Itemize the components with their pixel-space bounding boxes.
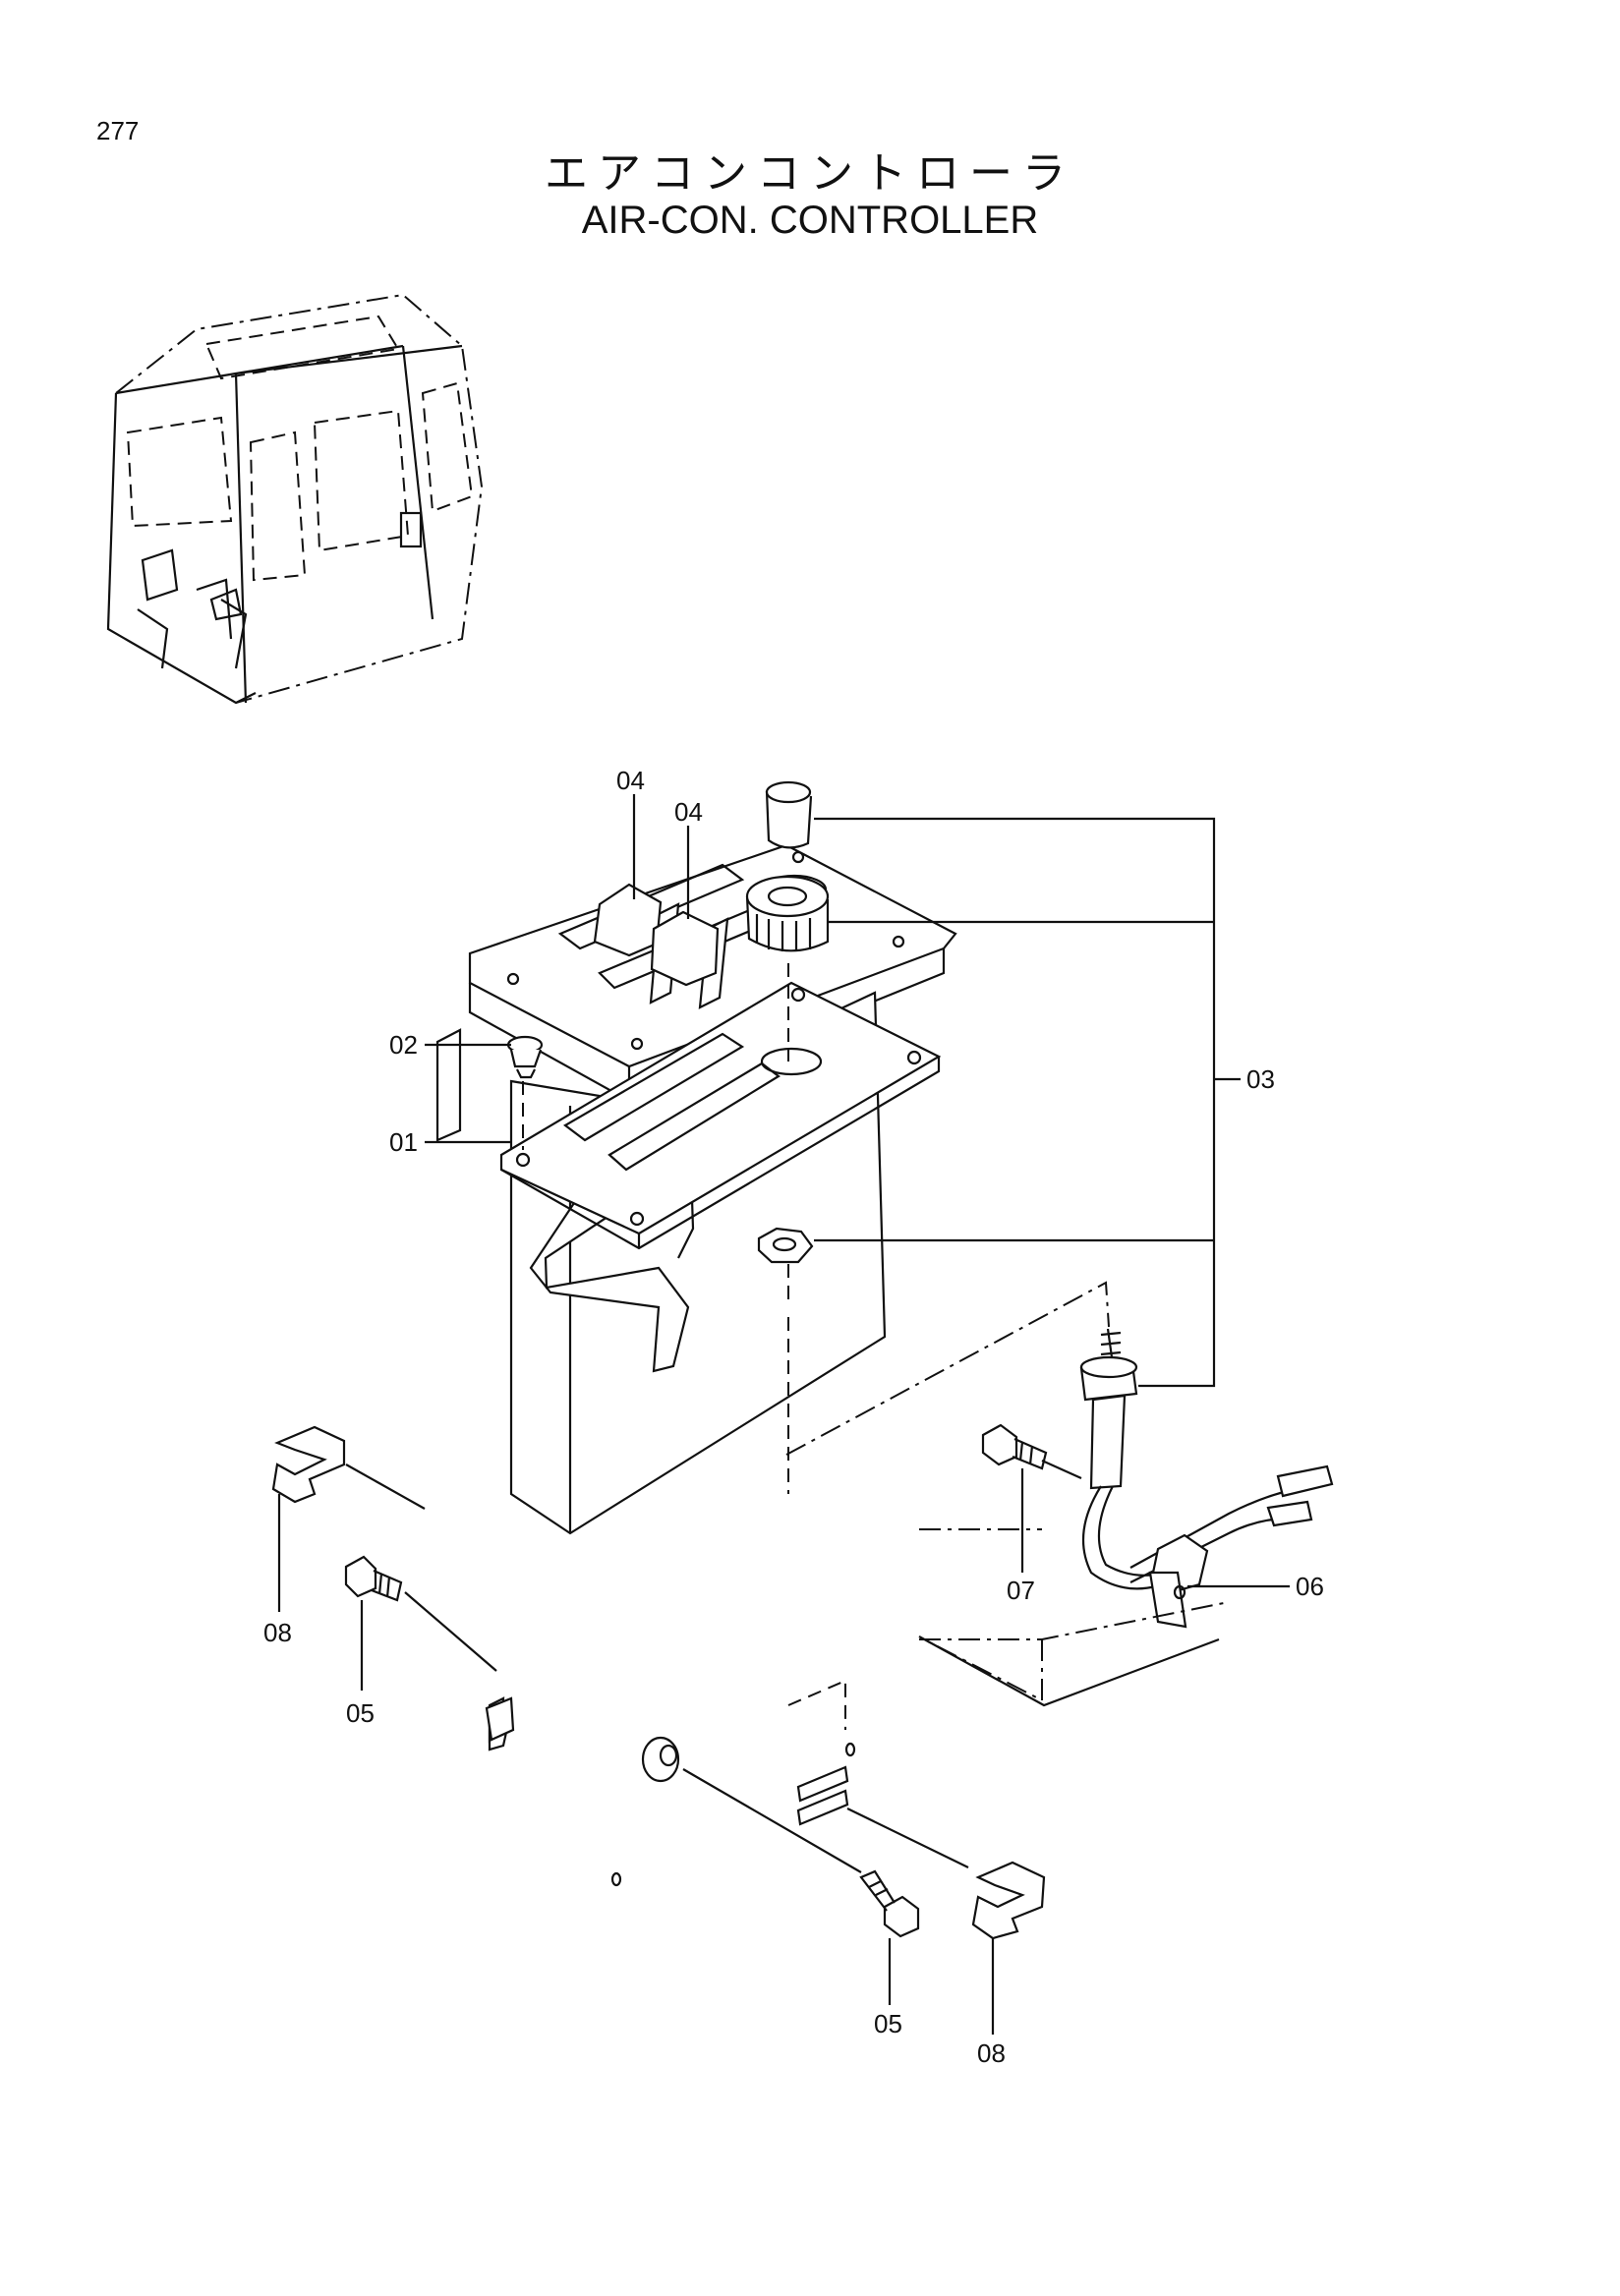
page-title-english: AIR-CON. CONTROLLER (581, 199, 1039, 242)
page-number: 277 (96, 116, 140, 145)
screws (344, 1423, 1048, 1938)
cab-overview-illustration (106, 293, 484, 705)
clamps (271, 1425, 1046, 1940)
callout-04-lower: 04 (674, 797, 703, 827)
callout-07: 07 (1007, 1576, 1035, 1605)
callout-06: 06 (1296, 1572, 1324, 1601)
callout-01: 01 (389, 1127, 418, 1157)
alignment-lines (345, 963, 1230, 1873)
page-title-japanese: エアコンコントローラ (545, 148, 1075, 199)
callout-04-upper: 04 (616, 766, 645, 795)
callout-05-upper: 05 (346, 1698, 375, 1728)
callout-08-right: 08 (977, 2038, 1006, 2068)
callout-leaders (277, 794, 1290, 2035)
push-knobs (593, 883, 720, 987)
callout-03: 03 (1246, 1064, 1275, 1094)
callout-02: 02 (389, 1030, 418, 1060)
switch-knob-parts (745, 780, 830, 1264)
callout-05-lower: 05 (874, 2009, 902, 2038)
switch-harness (1079, 1328, 1334, 1629)
callout-08-left: 08 (263, 1618, 292, 1647)
clip (506, 1035, 544, 1079)
cover-plate (499, 981, 942, 1250)
controller-bracket (435, 843, 957, 1887)
